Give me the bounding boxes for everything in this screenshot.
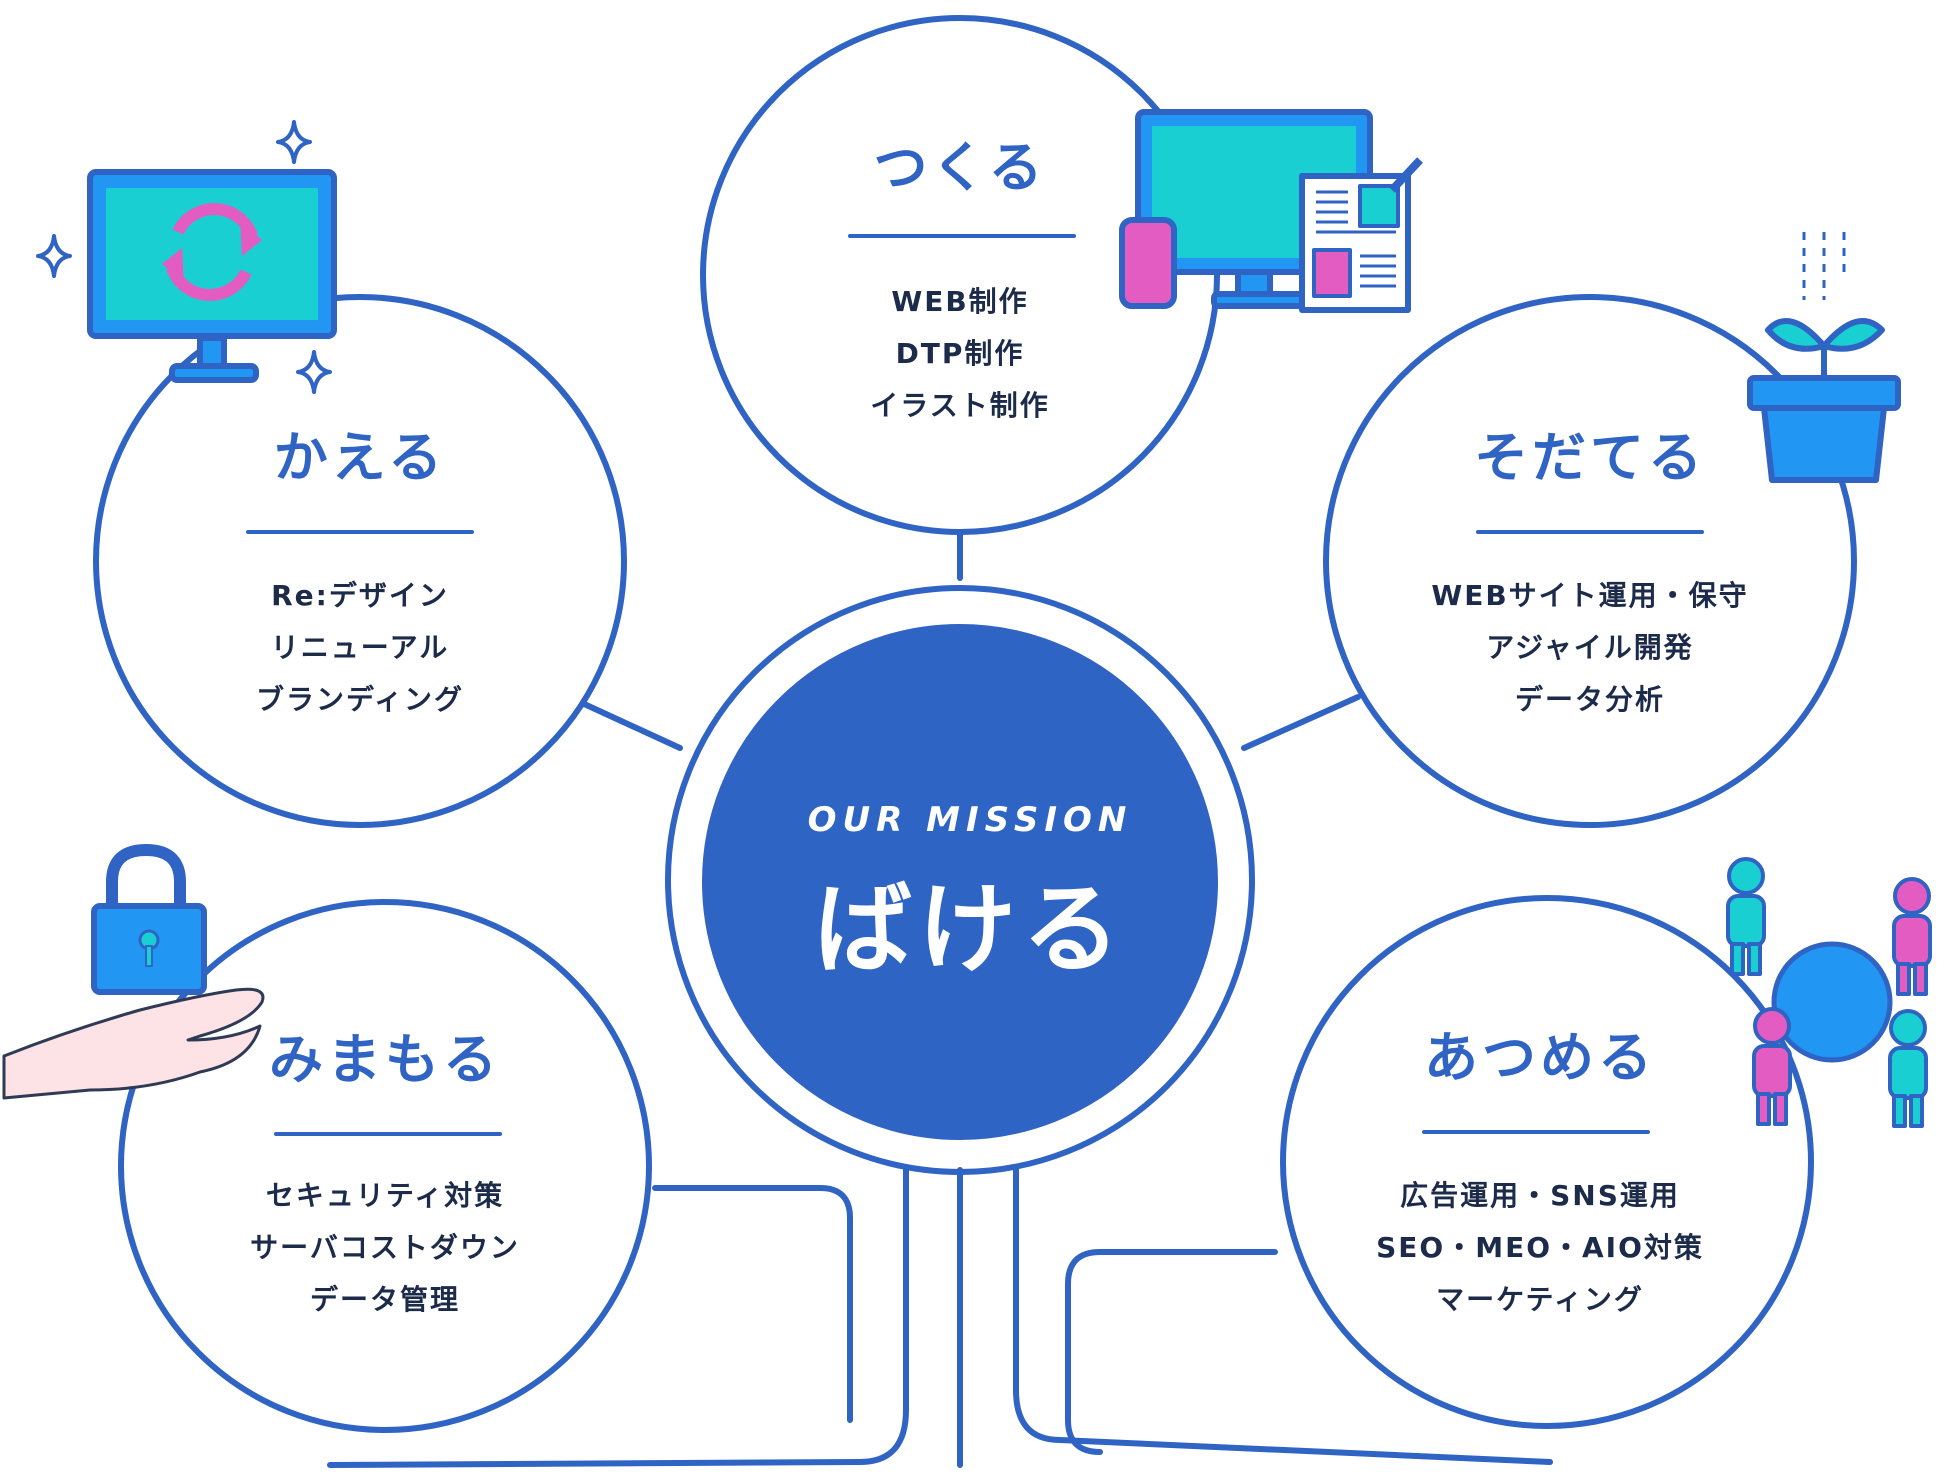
mission-circle-bottom-right [1280, 895, 1814, 1429]
mission-circle-right [1323, 294, 1857, 828]
mission-items-sodateru: WEBサイト運用・保守 アジャイル開発 データ分析 [1390, 570, 1790, 726]
mission-item: WEB制作 [891, 285, 1029, 318]
mission-item: 広告運用・SNS運用 [1400, 1179, 1680, 1212]
mission-item: イラスト制作 [870, 389, 1050, 422]
mission-title-mimamoru: みまもる [269, 1028, 501, 1091]
mission-item: DTP制作 [895, 337, 1025, 370]
plant-pot-icon [1747, 232, 1901, 483]
mission-item: リニューアル [270, 631, 450, 664]
refresh-monitor-icon [87, 169, 337, 383]
mission-divider-atsumeru [1422, 1130, 1650, 1134]
sparkle-icon [36, 120, 332, 394]
center-circle [702, 624, 1218, 1140]
mission-items-tsukuru: WEB制作 DTP制作 イラスト制作 [760, 276, 1160, 432]
devices-icon [1119, 109, 1423, 313]
mission-item: SEO・MEO・AIO対策 [1376, 1231, 1704, 1264]
mission-item: アジャイル開発 [1486, 631, 1694, 664]
center-eyebrow: OUR MISSION [807, 800, 1133, 840]
root-line-left [327, 1165, 909, 1468]
mission-item: マーケティング [1436, 1283, 1644, 1316]
root-line-right-hook [1065, 1249, 1278, 1455]
mission-items-kaeru: Re:デザイン リニューアル ブランディング [160, 570, 560, 726]
mission-item: セキュリティ対策 [265, 1179, 505, 1212]
mission-items-atsumeru: 広告運用・SNS運用 SEO・MEO・AIO対策 マーケティング [1330, 1170, 1750, 1326]
mission-title-kaeru: かえる [273, 426, 447, 489]
mission-item: Re:デザイン [271, 579, 449, 612]
mission-divider-mimamoru [274, 1132, 502, 1136]
mission-divider-kaeru [246, 530, 474, 534]
root-line-right [1013, 1165, 1553, 1465]
mission-title-atsumeru: あつめる [1424, 1026, 1656, 1089]
mission-title-sodateru: そだてる [1474, 426, 1706, 489]
mission-items-mimamoru: セキュリティ対策 サーバコストダウン データ管理 [185, 1170, 585, 1326]
mission-title-tsukuru: つくる [873, 136, 1047, 199]
mission-item: WEBサイト運用・保守 [1431, 579, 1749, 612]
mission-divider-tsukuru [848, 234, 1076, 238]
mission-divider-sodateru [1476, 530, 1704, 534]
lock-hand-icon [2, 844, 265, 1100]
mission-item: データ管理 [309, 1283, 460, 1316]
mission-item: サーバコストダウン [250, 1231, 520, 1264]
people-network-icon [1726, 857, 1932, 1128]
connector-left [579, 700, 683, 751]
mission-item: データ分析 [1514, 683, 1665, 716]
connector-right [1241, 694, 1361, 751]
mission-item: ブランディング [255, 683, 465, 716]
root-line-left-hook [652, 1185, 853, 1423]
center-title: ばける [813, 873, 1126, 987]
mission-circle-left [93, 294, 627, 828]
